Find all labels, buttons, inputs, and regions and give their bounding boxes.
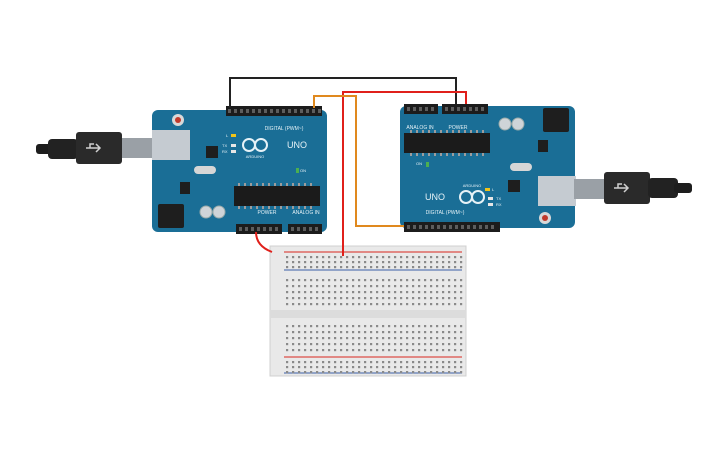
microcontroller-chip (404, 133, 490, 153)
left-usb-cable[interactable] (36, 132, 152, 164)
capacitor (511, 117, 525, 131)
model-label: UNO (425, 192, 445, 202)
usb-chip (508, 180, 520, 192)
capacitor (498, 117, 512, 131)
usb-symbol-icon (614, 183, 630, 193)
rx-label: RX (222, 149, 228, 154)
analog-header-label: ANALOG IN (406, 125, 434, 131)
usb-plug-body (648, 178, 678, 198)
power-jack (543, 108, 569, 132)
tx-label: TX (222, 143, 227, 148)
l-led (231, 134, 236, 137)
capacitor (212, 205, 226, 219)
digital-header-label: DIGITAL (PWM~) (265, 126, 304, 132)
left-arduino-board[interactable]: DIGITAL (PWM~) UNO ARDUINO L TX RX ON (152, 106, 327, 234)
rx-label: RX (496, 202, 502, 207)
l-led-label: L (492, 187, 495, 192)
digital-header[interactable] (226, 106, 322, 116)
power-jack (158, 204, 184, 228)
usb-plug-metal (122, 138, 152, 158)
l-led-label: L (226, 133, 229, 138)
orange-wire[interactable] (313, 95, 404, 227)
red-wire-to-breadboard[interactable] (342, 91, 467, 256)
crystal (510, 163, 532, 171)
tx-label: TX (496, 196, 501, 201)
arduino-logo-icon (459, 190, 485, 204)
analog-header-label: ANALOG IN (292, 210, 320, 216)
brand-label: ARDUINO (246, 154, 264, 159)
usb-plug-body (48, 139, 78, 159)
on-led-label: ON (416, 161, 422, 166)
red-wire-left-power[interactable] (255, 231, 273, 253)
capacitor (199, 205, 213, 219)
cable-end (674, 183, 692, 193)
right-arduino-board[interactable]: ANALOG IN POWER ON UNO ARDUINO (400, 104, 576, 232)
crystal (194, 166, 216, 174)
regulator (180, 182, 190, 194)
microcontroller-chip (234, 186, 320, 206)
digital-header-label: DIGITAL (PWM~) (426, 210, 465, 216)
usb-port (152, 130, 190, 160)
arduino-logo-icon (242, 138, 268, 152)
usb-plug-metal (574, 179, 604, 199)
center-channel (270, 310, 466, 318)
l-led (485, 188, 490, 191)
power-header-label: POWER (258, 210, 277, 216)
model-label: UNO (287, 140, 307, 150)
digital-header-pins (228, 109, 321, 113)
regulator (538, 140, 548, 152)
breadboard[interactable] (269, 245, 467, 377)
on-led (296, 168, 299, 173)
usb-symbol-icon (86, 143, 102, 153)
usb-chip (206, 146, 218, 158)
power-header-label: POWER (449, 125, 468, 131)
reset-button-cap (542, 215, 548, 221)
reset-button-cap (175, 117, 181, 123)
brand-label: ARDUINO (463, 183, 481, 188)
right-usb-cable[interactable] (574, 172, 692, 204)
on-led-label: ON (300, 168, 306, 173)
breadboard-holes (286, 256, 463, 374)
usb-port (538, 176, 576, 206)
on-led (426, 162, 429, 167)
